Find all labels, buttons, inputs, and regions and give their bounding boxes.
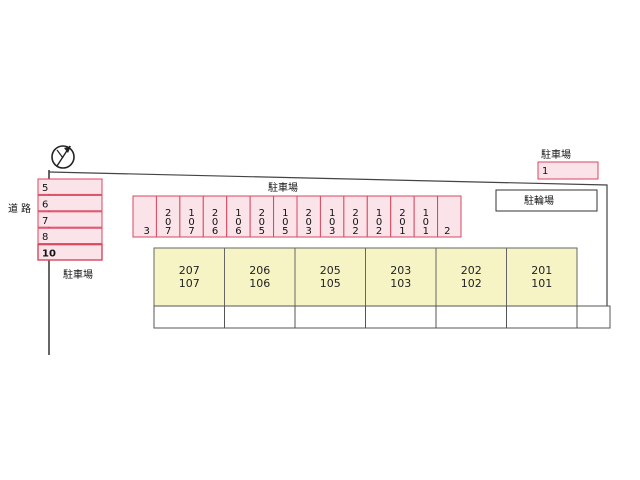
unit-205-105 [294, 247, 366, 307]
parking-space-7 [37, 211, 103, 228]
unit-upper-number: 205 [320, 264, 341, 277]
building-lower-strip [153, 305, 611, 329]
unit-203-103 [365, 247, 437, 307]
unit-lower-number: 103 [390, 277, 411, 290]
unit-lower-number: 105 [320, 277, 341, 290]
parking-space-2 [437, 195, 462, 238]
bicycle-parking [495, 189, 598, 212]
unit-upper-number: 202 [461, 264, 482, 277]
unit-upper-number: 207 [179, 264, 200, 277]
unit-upper-number: 203 [390, 264, 411, 277]
site-boundary [48, 171, 608, 328]
unit-201-101 [506, 247, 578, 307]
parking-space-label: 10 [42, 249, 56, 260]
parking-label-top: 駐車場 [268, 181, 298, 194]
bicycle-parking-label: 駐輪場 [524, 194, 554, 207]
north-arrow-icon [51, 145, 75, 169]
parking-space-10 [37, 243, 103, 261]
parking-space-label: 6 [42, 199, 48, 210]
left-parking-area: 5 6 7 8 10 [37, 178, 103, 261]
parking-space-label: 8 [42, 232, 48, 243]
unit-lower-number: 101 [531, 277, 552, 290]
unit-lower-number: 106 [249, 277, 270, 290]
unit-upper-number: 201 [531, 264, 552, 277]
parking-space-label: 3 [144, 226, 150, 237]
road-label: 道路 [8, 202, 31, 215]
parking-space-label: 5 [42, 183, 48, 194]
parking-space-1 [537, 161, 599, 180]
parking-space-label: 2 [444, 226, 450, 237]
parking-space-1-label: 1 [542, 166, 548, 177]
unit-lower-number: 107 [179, 277, 200, 290]
parking-space-5 [37, 178, 103, 195]
parking-space-6 [37, 194, 103, 212]
unit-upper-number: 206 [249, 264, 270, 277]
parking-label-left: 駐車場 [63, 268, 93, 281]
unit-202-102 [435, 247, 507, 307]
parking-label-right: 駐車場 [541, 148, 571, 161]
parking-space-8 [37, 227, 103, 245]
parking-space-label: 7 [42, 216, 48, 227]
unit-lower-number: 102 [461, 277, 482, 290]
